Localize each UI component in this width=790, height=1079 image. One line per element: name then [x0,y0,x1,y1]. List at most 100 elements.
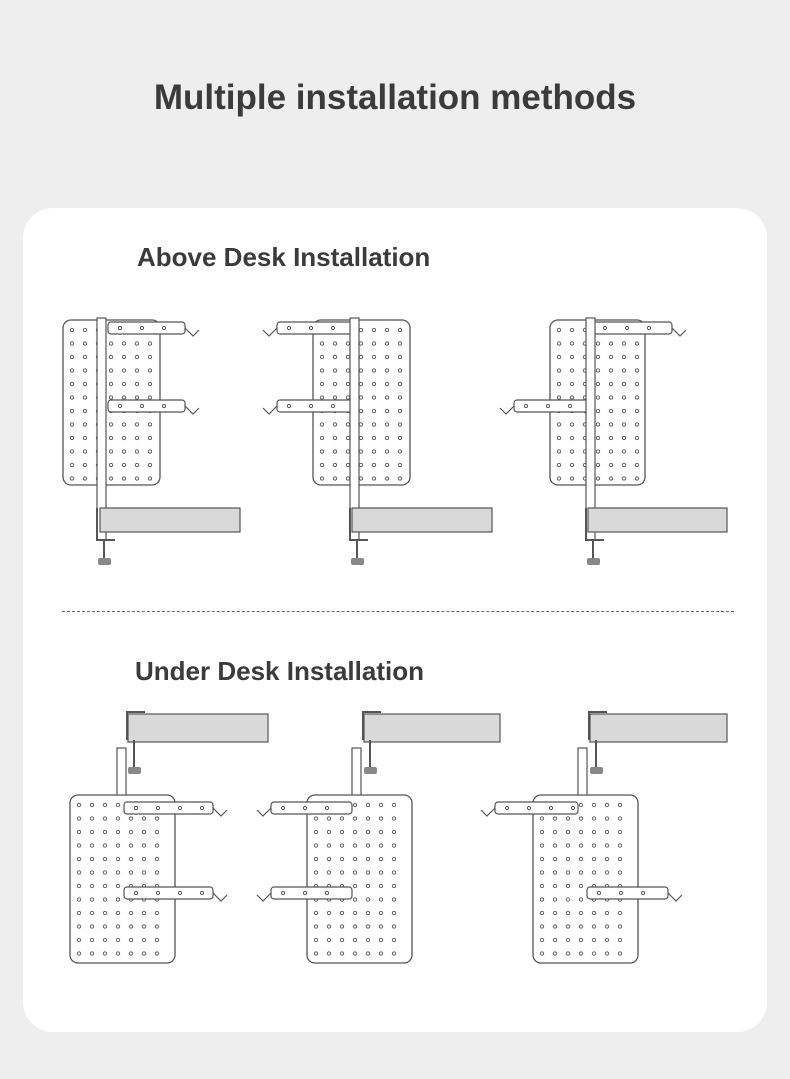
peg-hole [539,856,545,862]
peg-hole [147,341,153,346]
peg-hole [391,951,397,956]
peg-hole [82,422,88,427]
peg-hole [634,395,640,400]
peg-hole [313,816,319,821]
peg-hole [384,341,390,346]
peg-hole [578,816,584,821]
peg-hole [352,843,358,848]
peg-hole [134,381,140,387]
peg-hole [339,870,345,875]
peg-hole [552,870,558,875]
peg-hole [552,910,558,916]
peg-hole [352,816,358,821]
peg-hole [371,435,377,441]
peg-hole [134,422,140,427]
clamp-knob [351,558,364,565]
peg-hole [147,435,153,441]
peg-hole [591,829,597,835]
under-desk-heading: Under Desk Installation [135,656,424,686]
peg-hole [128,856,134,862]
shelf [276,321,358,335]
peg-hole [371,381,377,387]
shelf-hook [671,327,687,337]
peg-hole [115,816,121,821]
peg-hole [319,449,325,454]
peg-hole [352,856,358,862]
peg-hole [578,829,584,835]
peg-hole [617,870,623,875]
peg-hole [108,462,114,468]
peg-hole [391,883,397,889]
peg-hole [578,870,584,875]
peg-hole [397,327,403,333]
peg-hole [121,341,127,346]
peg-hole [578,883,584,889]
peg-hole [371,462,377,468]
peg-hole [69,368,75,373]
peg-hole [569,462,575,468]
peg-hole [128,829,134,835]
peg-hole [326,937,332,943]
desk-edge [589,713,728,743]
peg-hole [102,937,108,943]
peg-hole [89,816,95,821]
peg-hole [397,449,403,454]
peg-hole [319,368,325,373]
peg-hole [141,843,147,848]
peg-hole [319,354,325,360]
peg-hole [378,951,384,956]
peg-hole [578,924,584,929]
peg-hole [115,910,121,916]
peg-hole [365,951,371,956]
peg-hole [604,802,610,808]
peg-hole [591,951,597,956]
peg-hole [326,856,332,862]
shelf-hole [161,325,167,331]
peg-hole [89,910,95,916]
peg-hole [621,435,627,441]
peg-hole [384,381,390,387]
peg-hole [69,395,75,400]
peg-hole [578,910,584,916]
peg-hole [617,937,623,943]
peg-hole [141,937,147,943]
shelf-hole [330,403,336,409]
peg-hole [69,327,75,333]
peg-hole [595,341,601,346]
peg-hole [121,435,127,441]
clamp-knob [128,767,141,774]
peg-hole [69,462,75,468]
peg-hole [352,910,358,916]
desk-edge [363,713,501,743]
peg-hole [578,843,584,848]
peg-hole [134,462,140,468]
peg-hole [76,937,82,943]
peg-hole [604,937,610,943]
shelf-hole [523,403,529,409]
peg-hole [397,435,403,441]
peg-hole [578,937,584,943]
peg-hole [326,843,332,848]
pegboard [532,794,639,964]
shelf-hook [667,892,683,902]
peg-hole [154,937,160,943]
peg-hole [617,924,623,929]
peg-hole [556,381,562,387]
peg-hole [591,802,597,808]
peg-hole [569,395,575,400]
peg-hole [621,449,627,454]
peg-hole [569,422,575,427]
shelf-hole [177,890,183,896]
peg-hole [147,381,153,387]
peg-hole [391,924,397,929]
section-divider [62,611,734,612]
peg-hole [604,816,610,821]
peg-hole [556,476,562,481]
mount-post [349,317,360,541]
peg-hole [313,829,319,835]
peg-hole [365,802,371,808]
peg-hole [154,951,160,956]
shelf-hole [330,325,336,331]
shelf-hole [199,890,205,896]
peg-hole [578,897,584,902]
